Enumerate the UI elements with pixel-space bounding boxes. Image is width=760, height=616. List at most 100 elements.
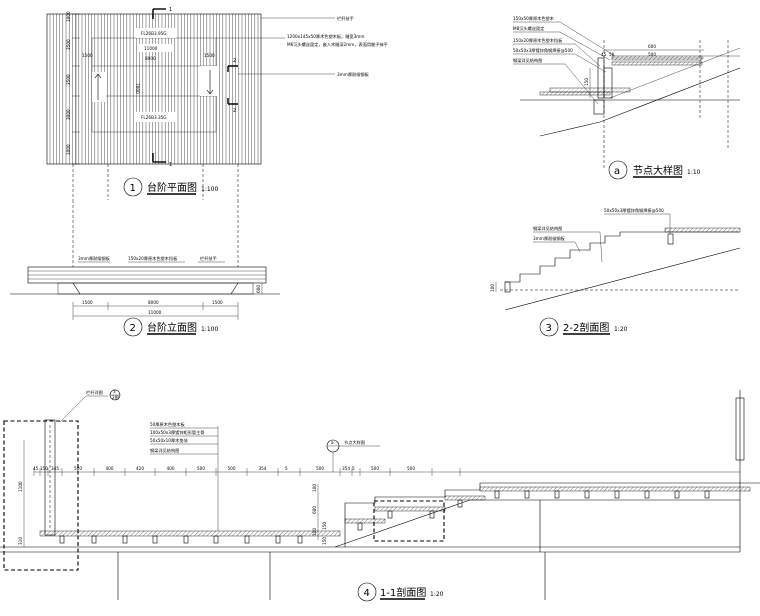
svg-text:50x50x3厚镀锌角钢焊接@500: 50x50x3厚镀锌角钢焊接@500 xyxy=(604,207,664,214)
svg-text:钢梁详见结构图: 钢梁详见结构图 xyxy=(533,225,562,232)
svg-text:150x20厚原木色塑木挡板: 150x20厚原木色塑木挡板 xyxy=(513,37,563,44)
svg-text:1000: 1000 xyxy=(66,144,71,155)
section11-scale: 1:20 xyxy=(430,591,444,598)
svg-text:2: 2 xyxy=(233,58,236,64)
dim-label: 420 xyxy=(136,466,144,471)
svg-text:600: 600 xyxy=(312,506,317,514)
support-block xyxy=(704,490,710,499)
elev-label-railing: 栏杆扶手 xyxy=(200,255,217,262)
railing-detail-box xyxy=(3,420,79,571)
plan-title-badge xyxy=(123,177,143,197)
section11-supports xyxy=(59,490,710,544)
node-labels: 150x50厚原木色塑木 M8沉头螺丝固定 150x20厚原木色塑木挡板 50x… xyxy=(513,15,616,105)
plan-dim-side2: 1500 xyxy=(204,53,215,58)
svg-text:150: 150 xyxy=(322,522,327,530)
dim-label: 5 xyxy=(285,466,288,471)
support-block xyxy=(387,510,393,519)
dim-label: 45 xyxy=(33,466,39,471)
plan-dim-top-mid: 8000 xyxy=(145,56,156,61)
dim-label: 354 xyxy=(342,466,350,471)
dim-label: 400 xyxy=(106,466,114,471)
plan-view: FL26B3.95G 11000 8000 FL26B3.35G 1500 15… xyxy=(46,7,388,200)
support-block xyxy=(244,535,250,544)
svg-text:2图: 2图 xyxy=(112,395,119,401)
svg-text:8000: 8000 xyxy=(148,300,159,305)
support-block xyxy=(584,490,590,499)
support-block xyxy=(213,535,219,544)
svg-text:3500: 3500 xyxy=(66,74,71,85)
support-block xyxy=(59,535,65,544)
elev-label-plate: 3mm厚耐候钢板 xyxy=(78,255,111,262)
plan-section-cut-1: 1 1 xyxy=(152,7,172,168)
svg-text:600: 600 xyxy=(648,44,656,49)
svg-text:1500: 1500 xyxy=(212,300,223,305)
svg-text:1: 1 xyxy=(130,183,136,194)
svg-text:50x50x10厚木垫块: 50x50x10厚木垫块 xyxy=(150,437,189,444)
svg-text:1000: 1000 xyxy=(66,11,71,22)
svg-text:100x50x3厚镀锌矩形管主骨: 100x50x3厚镀锌矩形管主骨 xyxy=(150,429,204,436)
node-detail-box xyxy=(373,500,445,542)
svg-text:2: 2 xyxy=(233,108,236,114)
support-block xyxy=(183,535,189,544)
svg-text:500: 500 xyxy=(648,52,656,57)
plan-label-board: 1200x145x50厚木色塑木板，缝宽3mm xyxy=(287,33,364,40)
dim-label: 500 xyxy=(371,466,379,471)
svg-text:M8沉头螺丝固定: M8沉头螺丝固定 xyxy=(513,25,544,32)
plan-label-plate: 3mm厚耐候钢板 xyxy=(337,71,370,78)
support-block xyxy=(614,490,620,499)
svg-text:3mm厚耐候钢板: 3mm厚耐候钢板 xyxy=(533,235,566,242)
svg-text:150: 150 xyxy=(322,537,327,545)
svg-text:150: 150 xyxy=(584,78,589,86)
support-block xyxy=(494,490,500,499)
section-2-2-view: 100 50x50x3厚镀锌角钢焊接@500 钢梁详见结构图 3mm厚耐候钢板 … xyxy=(490,207,741,337)
dim-label: 500 xyxy=(197,466,205,471)
plan-fl-top: FL26B3.95G xyxy=(141,31,167,36)
plan-label-railing: 栏杆扶手 xyxy=(337,15,354,22)
plan-deck-boards xyxy=(49,14,259,164)
svg-text:3500: 3500 xyxy=(66,39,71,50)
dim-label: 500 xyxy=(74,466,82,471)
svg-text:1: 1 xyxy=(169,162,172,168)
svg-text:a: a xyxy=(331,440,334,445)
support-block xyxy=(122,535,128,544)
support-block xyxy=(524,490,530,499)
plan-dim-mid: 7000 xyxy=(135,83,140,94)
svg-text:1100: 1100 xyxy=(18,481,23,492)
svg-text:50厚原木色塑木板: 50厚原木色塑木板 xyxy=(150,421,185,428)
svg-text:600: 600 xyxy=(256,285,261,293)
svg-text:100: 100 xyxy=(490,284,495,292)
dim-label: 150 xyxy=(40,466,48,471)
plan-left-dims: 1000 3500 3500 3000 1000 xyxy=(66,11,80,165)
dim-label: 500 xyxy=(316,466,324,471)
support-block xyxy=(429,510,435,519)
elev-label-panel: 150x20厚原木色塑木挡板 xyxy=(128,255,178,262)
plan-scale: 1:100 xyxy=(201,186,218,193)
support-block xyxy=(457,499,463,508)
plan-section-cut-2: 2 2 xyxy=(227,58,238,114)
elevation-view: 3mm厚耐候钢板 150x20厚原木色塑木挡板 栏杆扶手 1500 8000 1… xyxy=(10,200,280,337)
svg-text:钢梁详见结构图: 钢梁详见结构图 xyxy=(513,57,542,64)
svg-text:1500: 1500 xyxy=(82,300,93,305)
node-scale: 1:10 xyxy=(687,169,701,176)
section22-title: 2-2剖面图 xyxy=(563,321,609,334)
svg-text:50: 50 xyxy=(609,52,615,57)
plan-fl-bot: FL26B3.35G xyxy=(141,115,167,120)
svg-text:3: 3 xyxy=(546,323,552,334)
dim-label: 400 xyxy=(167,466,175,471)
plan-outline xyxy=(46,13,262,165)
svg-text:钢梁详见结构图: 钢梁详见结构图 xyxy=(150,447,179,454)
plan-label-board2: M6沉头螺丝固定，嵌入木缝深2mm，表面用腻子抹平 xyxy=(287,41,388,48)
svg-text:3: 3 xyxy=(113,389,116,394)
elevation-title: 台阶立面图 xyxy=(147,321,197,334)
railing-ref-label: 栏杆详图 xyxy=(86,389,103,396)
section22-scale: 1:20 xyxy=(614,326,628,333)
node-ref-label: 节点大样图 xyxy=(344,439,365,446)
svg-text:a: a xyxy=(614,166,620,177)
support-block xyxy=(554,490,560,499)
support-block xyxy=(674,490,680,499)
dim-label: 345 xyxy=(51,466,59,471)
support-block xyxy=(357,522,363,531)
svg-text:4: 4 xyxy=(364,588,370,599)
